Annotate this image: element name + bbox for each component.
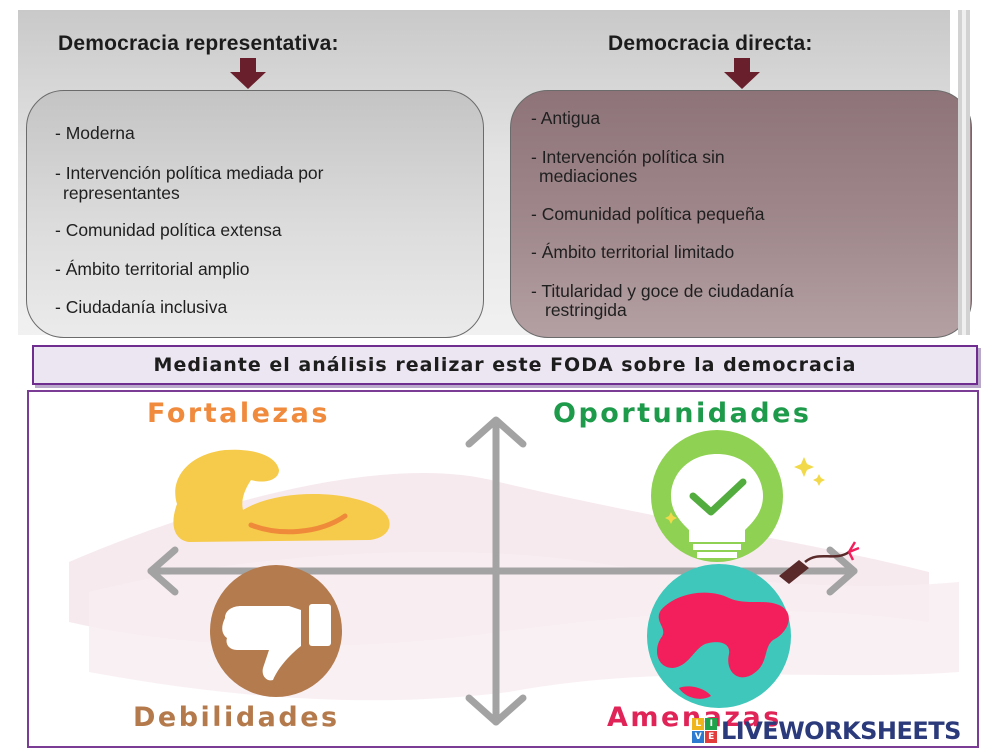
trait-item: - Intervención política mediada por: [55, 163, 324, 183]
globe-bomb-icon: [647, 541, 860, 708]
flexed-arm-icon: [173, 449, 390, 542]
trait-item: - Titularidad y goce de ciudadanía: [531, 281, 794, 301]
trait-item: - Ámbito territorial limitado: [531, 242, 735, 262]
trait-item: - Intervención política sin: [531, 147, 725, 167]
oportunidades-label: Oportunidades: [553, 398, 812, 429]
debilidades-label: Debilidades: [133, 702, 340, 733]
trait-item: restringida: [545, 300, 627, 320]
representative-democracy-title: Democracia representativa:: [58, 32, 339, 55]
trait-item: mediaciones: [539, 166, 638, 186]
fortalezas-label: Fortalezas: [147, 398, 330, 429]
foda-instruction: Mediante el análisis realizar este FODA …: [32, 345, 978, 385]
down-arrow-icon: [230, 58, 266, 89]
liveworksheets-logo-icon: L I V E: [692, 718, 718, 744]
down-arrow-icon: [724, 58, 760, 89]
representative-traits-box: - Moderna - Intervención política mediad…: [26, 90, 484, 338]
lightbulb-check-icon: [651, 430, 825, 562]
direct-traits-box: - Antigua - Intervención política sin me…: [510, 90, 972, 338]
trait-item: - Comunidad política pequeña: [531, 204, 765, 224]
foda-panel: Fortalezas Oportunidades Debilidades Ame…: [27, 390, 979, 748]
liveworksheets-wordmark: LIVEWORKSHEETS: [721, 717, 961, 745]
liveworksheets-logo: L I V E LIVEWORKSHEETS: [692, 716, 961, 746]
trait-item: - Comunidad política extensa: [55, 220, 282, 240]
thumbs-down-icon: [210, 565, 342, 697]
direct-democracy-title: Democracia directa:: [608, 32, 813, 55]
trait-item: - Moderna: [55, 123, 135, 143]
trait-item: - Ciudadanía inclusiva: [55, 297, 228, 317]
trait-item: representantes: [63, 183, 180, 203]
side-strip: [962, 10, 966, 335]
comparison-slide: Democracia representativa: Democracia di…: [18, 10, 972, 338]
trait-item: - Antigua: [531, 108, 601, 128]
trait-item: - Ámbito territorial amplio: [55, 259, 250, 279]
foda-illustration: [69, 416, 959, 726]
